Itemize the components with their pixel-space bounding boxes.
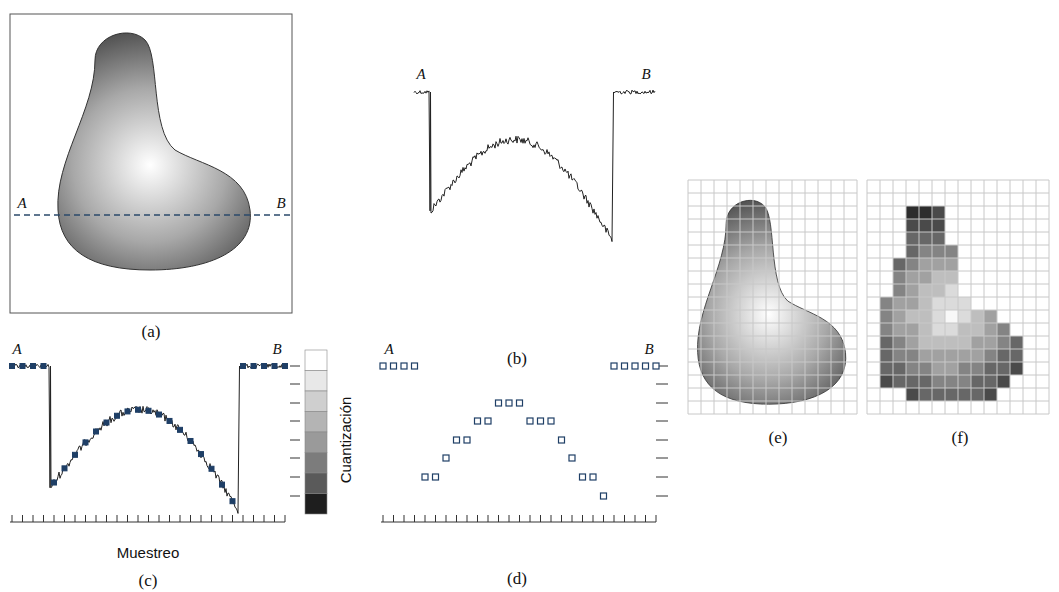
panel-caption: (e) (769, 429, 788, 446)
panel-caption: (b) (507, 350, 527, 367)
endpoint-label: A (17, 196, 26, 211)
panel-caption: (f) (952, 429, 969, 446)
gray-scale-bar (290, 350, 668, 514)
endpoint-label: B (272, 342, 281, 357)
panel-caption: (d) (507, 570, 527, 587)
axis-title: Cuantización (338, 397, 353, 484)
continuous-image-on-grid (698, 200, 846, 404)
profile-curve (10, 364, 283, 513)
sample-axis (10, 515, 656, 522)
endpoint-label: A (12, 342, 21, 357)
endpoint-label: B (641, 67, 650, 82)
digital-image (880, 206, 1023, 401)
continuous-image (58, 33, 251, 270)
endpoint-label: A (416, 67, 425, 82)
endpoint-label: B (276, 196, 285, 211)
sample-points (10, 363, 660, 504)
endpoint-label: A (384, 342, 393, 357)
sensor-grid (688, 180, 1049, 414)
profile-curve (414, 90, 655, 241)
image-frame (10, 14, 292, 313)
panel-caption: (c) (139, 572, 158, 589)
axis-title: Muestreo (117, 545, 180, 560)
panel-caption: (a) (142, 323, 161, 340)
intensity-profile (10, 90, 655, 513)
endpoint-label: B (644, 342, 653, 357)
scan-line (14, 214, 290, 216)
